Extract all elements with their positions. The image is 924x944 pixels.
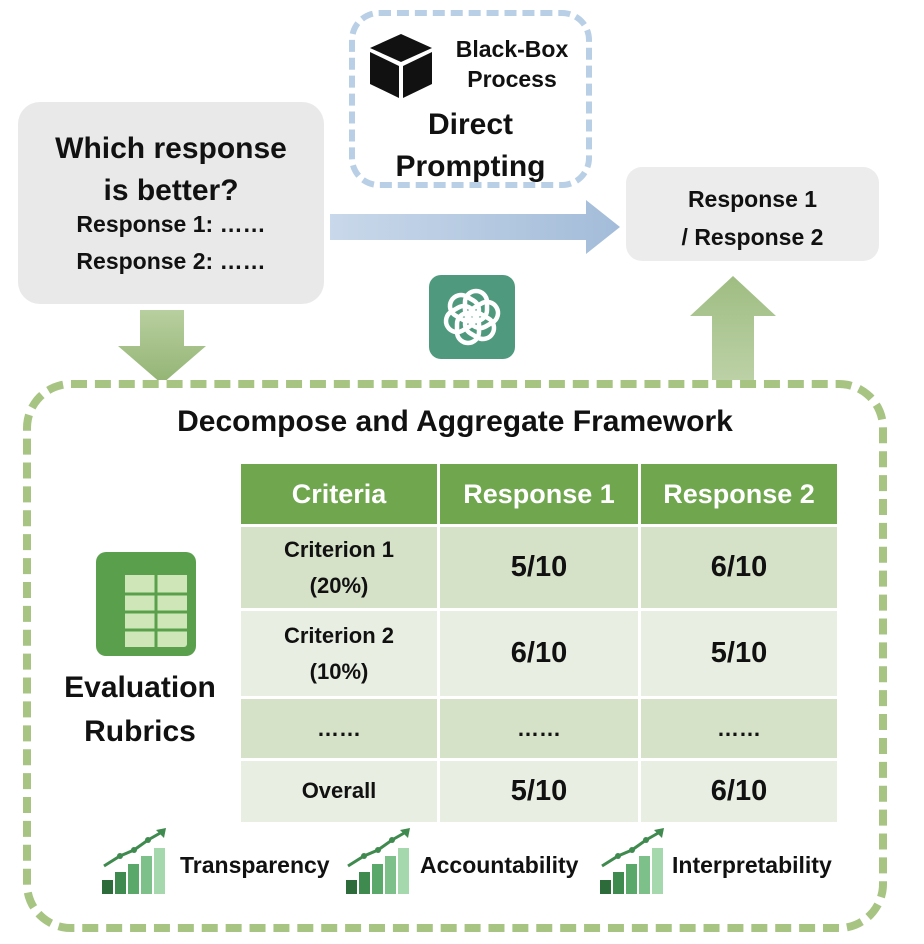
criterion-cell: Criterion 1 (20%) bbox=[241, 524, 440, 610]
header-criteria: Criteria bbox=[241, 464, 440, 526]
transparency-label: Transparency bbox=[180, 852, 330, 878]
openai-logo-icon bbox=[429, 275, 515, 359]
response-2-score: 6/10 bbox=[639, 524, 840, 610]
decompose-down-arrow bbox=[118, 310, 206, 384]
response-2-score: 5/10 bbox=[639, 608, 840, 698]
table-row: …… …… …… bbox=[241, 696, 840, 760]
result-text: Response 1 / Response 2 bbox=[626, 180, 879, 256]
rubrics-line1: Evaluation bbox=[64, 671, 216, 704]
response-2-placeholder: Response 2: …… bbox=[76, 248, 266, 274]
cube-icon bbox=[370, 34, 432, 98]
response-1-placeholder: Response 1: …… bbox=[76, 211, 266, 237]
framework-title: Decompose and Aggregate Framework bbox=[177, 405, 733, 438]
accountability-label: Accountability bbox=[420, 852, 579, 878]
direct-prompting-line2: Prompting bbox=[395, 150, 546, 183]
spreadsheet-icon bbox=[96, 552, 196, 656]
growth-chart-icon bbox=[346, 828, 410, 894]
black-box-label-line1: Black-Box bbox=[455, 36, 569, 62]
header-response-2: Response 2 bbox=[639, 464, 840, 526]
growth-chart-icon bbox=[102, 828, 166, 894]
question-title: Which response is better? bbox=[18, 128, 324, 212]
table-row: Criterion 1 (20%) 5/10 6/10 bbox=[241, 524, 840, 610]
header-response-1: Response 1 bbox=[438, 464, 641, 526]
response-1-score: …… bbox=[438, 696, 641, 760]
response-2-score: …… bbox=[639, 696, 840, 760]
aggregate-up-arrow bbox=[690, 276, 776, 380]
table-row: Overall 5/10 6/10 bbox=[241, 758, 840, 822]
direct-prompting-label: Direct Prompting bbox=[349, 104, 592, 188]
response-1-score: 5/10 bbox=[438, 758, 641, 822]
criterion-cell: Overall bbox=[241, 758, 440, 822]
interpretability-label: Interpretability bbox=[672, 852, 832, 878]
growth-chart-icon bbox=[600, 828, 664, 894]
criterion-cell: …… bbox=[241, 696, 440, 760]
criterion-cell: Criterion 2 (10%) bbox=[241, 608, 440, 698]
response-1-score: 6/10 bbox=[438, 608, 641, 698]
criterion-name: Criterion 2 bbox=[283, 622, 395, 648]
question-title-line1: Which response bbox=[55, 132, 287, 165]
table-header-row: Criteria Response 1 Response 2 bbox=[241, 464, 840, 526]
criterion-name: Criterion 1 bbox=[283, 536, 395, 562]
rubrics-line2: Rubrics bbox=[84, 715, 196, 748]
result-line1: Response 1 bbox=[687, 186, 818, 212]
response-1-score: 5/10 bbox=[438, 524, 641, 610]
evaluation-rubrics-label: Evaluation Rubrics bbox=[50, 666, 230, 754]
result-line2: / Response 2 bbox=[681, 224, 824, 250]
criterion-weight: (10%) bbox=[309, 658, 369, 684]
criterion-weight: (20%) bbox=[309, 572, 369, 598]
result-box bbox=[626, 167, 879, 261]
table-row: Criterion 2 (10%) 6/10 5/10 bbox=[241, 608, 840, 698]
black-box-label-line2: Process bbox=[467, 66, 557, 92]
question-box bbox=[18, 102, 324, 304]
response-2-score: 6/10 bbox=[639, 758, 840, 822]
direct-prompting-line1: Direct bbox=[427, 108, 514, 141]
black-box-label: Black-Box Process bbox=[432, 34, 592, 94]
question-title-line2: is better? bbox=[103, 174, 239, 207]
direct-prompting-arrow bbox=[330, 200, 620, 254]
criteria-table: Criteria Response 1 Response 2 Criterion… bbox=[241, 464, 840, 822]
